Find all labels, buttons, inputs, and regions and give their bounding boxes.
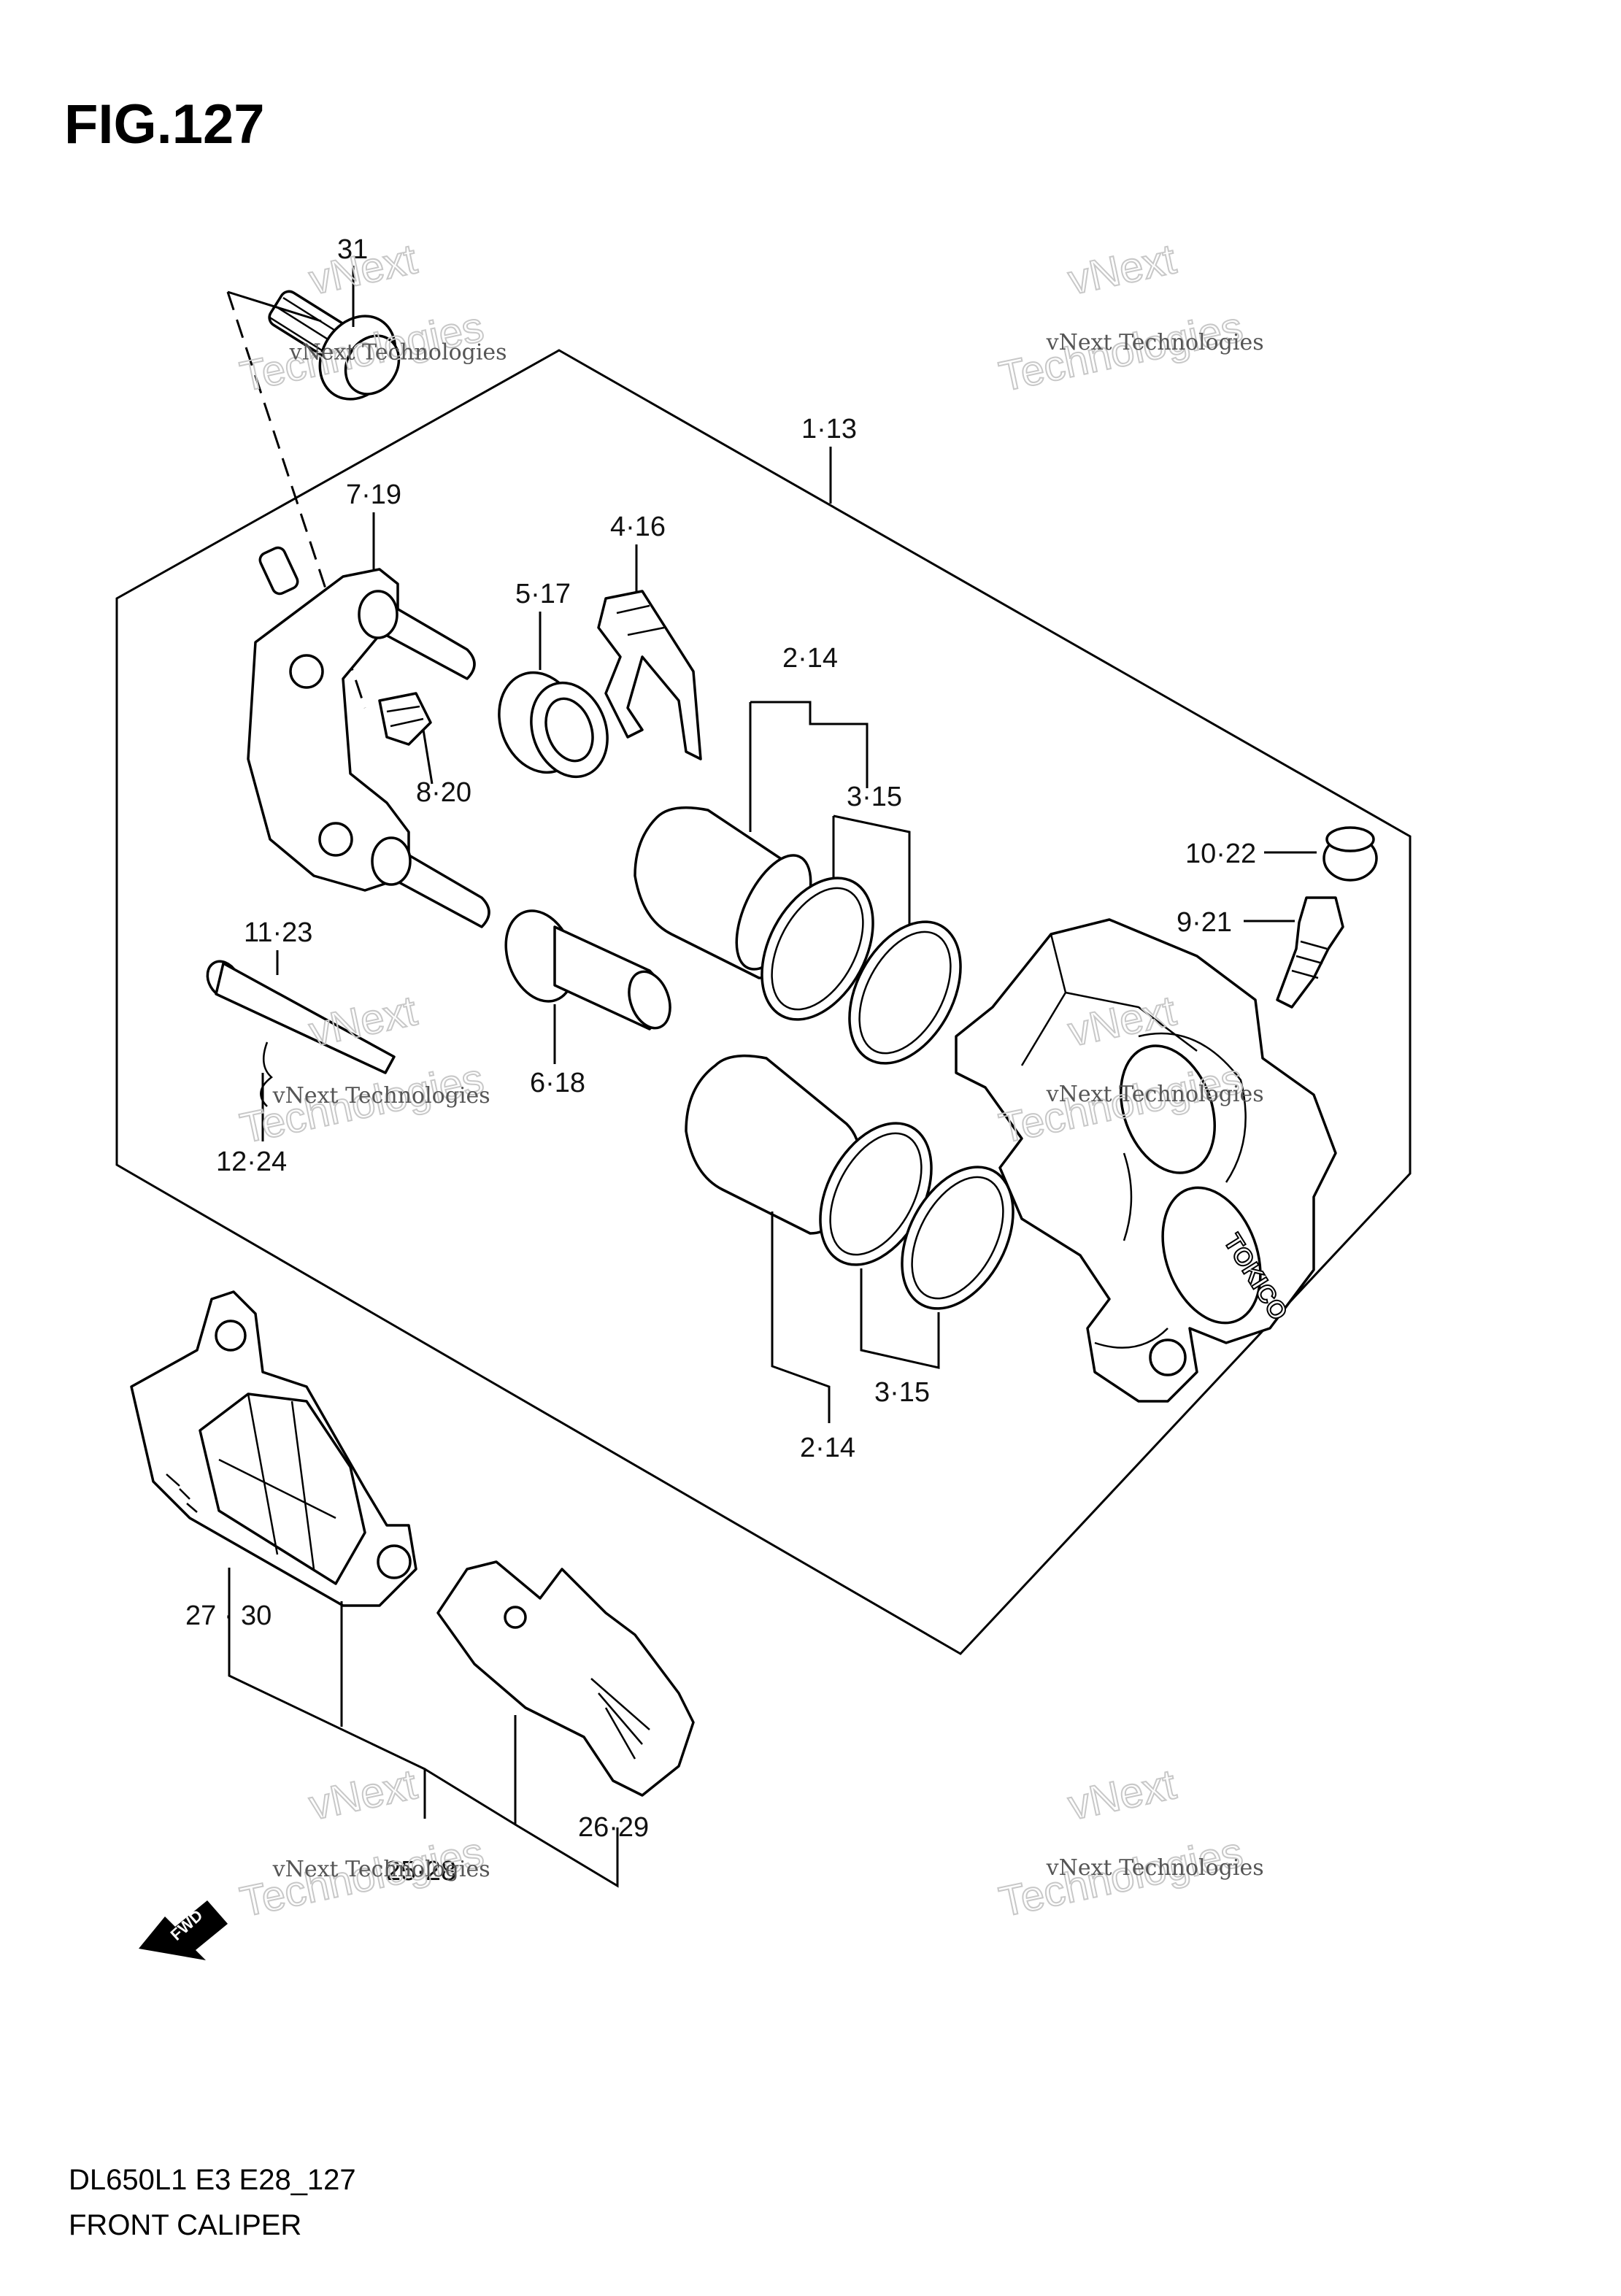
svg-text:vNext: vNext (305, 235, 421, 304)
svg-text:vNext: vNext (1064, 1760, 1180, 1829)
svg-text:vNext Technologies: vNext Technologies (1046, 1082, 1264, 1107)
callout-25-28: 25·28 (385, 1856, 456, 1887)
pad-spring-clip (378, 692, 432, 746)
callout-10-22: 10·22 (1185, 839, 1256, 869)
brake-pad-outer (130, 1290, 417, 1607)
svg-text:vNext Technologies: vNext Technologies (272, 1857, 490, 1882)
forward-direction-arrow: FWD (139, 1900, 228, 1960)
bolt-guide-solid (227, 290, 322, 323)
callout-26-29: 26·29 (578, 1812, 649, 1843)
dust-seal-lower (901, 1166, 1014, 1310)
callout-31: 31 (337, 234, 368, 265)
caliper-assembly-frame (115, 349, 1412, 1655)
figure-title: FIG.127 (64, 93, 265, 155)
bleeder-cap (1322, 826, 1378, 882)
slide-pin (504, 909, 671, 1030)
bleeder-screw (1276, 896, 1344, 1009)
callout-8-20: 8·20 (416, 777, 471, 808)
callout-5-17: 5·17 (515, 579, 571, 609)
callout-2-14-bottom: 2·14 (800, 1433, 855, 1463)
pad-pin (206, 960, 396, 1074)
callout-1-13: 1·13 (801, 414, 857, 444)
watermark-bottom-left: vNext Technologies vNext Technologies (236, 1760, 490, 1927)
brake-pad-inner (436, 1560, 695, 1797)
caliper-body: TOKICO (955, 918, 1337, 1403)
bracket-27-30 (228, 1568, 426, 1819)
section-name: FRONT CALIPER (69, 2209, 301, 2241)
model-code: DL650L1 E3 E28_127 (69, 2164, 356, 2196)
svg-text:vNext Technologies: vNext Technologies (1046, 1855, 1264, 1881)
svg-text:vNext: vNext (1064, 235, 1180, 304)
piston-seal-upper (761, 877, 874, 1021)
callout-3-15-top: 3·15 (847, 782, 902, 812)
dust-boot-upper (498, 671, 609, 779)
watermark-top-right: vNext Technologies vNext Technologies (995, 234, 1264, 401)
callout-9-21: 9·21 (1177, 907, 1232, 938)
leader-8-20 (422, 729, 434, 785)
svg-text:vNext Technologies: vNext Technologies (289, 339, 507, 365)
callout-4-16: 4·16 (610, 512, 666, 542)
svg-text:vNext: vNext (305, 987, 421, 1055)
bracket-2-14-bottom (771, 1211, 831, 1423)
caliper-bracket (247, 546, 490, 928)
callout-6-18: 6·18 (530, 1068, 585, 1098)
svg-text:vNext: vNext (305, 1760, 421, 1829)
bracket-2-14-top (749, 701, 869, 832)
svg-text:vNext Technologies: vNext Technologies (272, 1083, 490, 1109)
caliper-mounting-bolt (268, 290, 401, 401)
callout-2-14-top: 2·14 (782, 643, 838, 674)
pad-pin-clip (260, 1041, 273, 1107)
caliper-piston-upper (634, 806, 812, 979)
svg-text:vNext Technologies: vNext Technologies (1046, 330, 1264, 355)
dust-seal-upper (848, 920, 962, 1065)
callout-3-15-bottom: 3·15 (874, 1377, 930, 1408)
bracket-pads-inner (424, 1715, 619, 1888)
callout-7-19: 7·19 (346, 479, 401, 510)
bracket-3-15-bottom (860, 1268, 940, 1369)
callout-11-23: 11·23 (244, 917, 312, 948)
pad-spring (597, 590, 702, 760)
callout-12-24: 12·24 (216, 1147, 287, 1177)
watermark-bottom-right: vNext Technologies vNext Technologies (995, 1760, 1264, 1927)
